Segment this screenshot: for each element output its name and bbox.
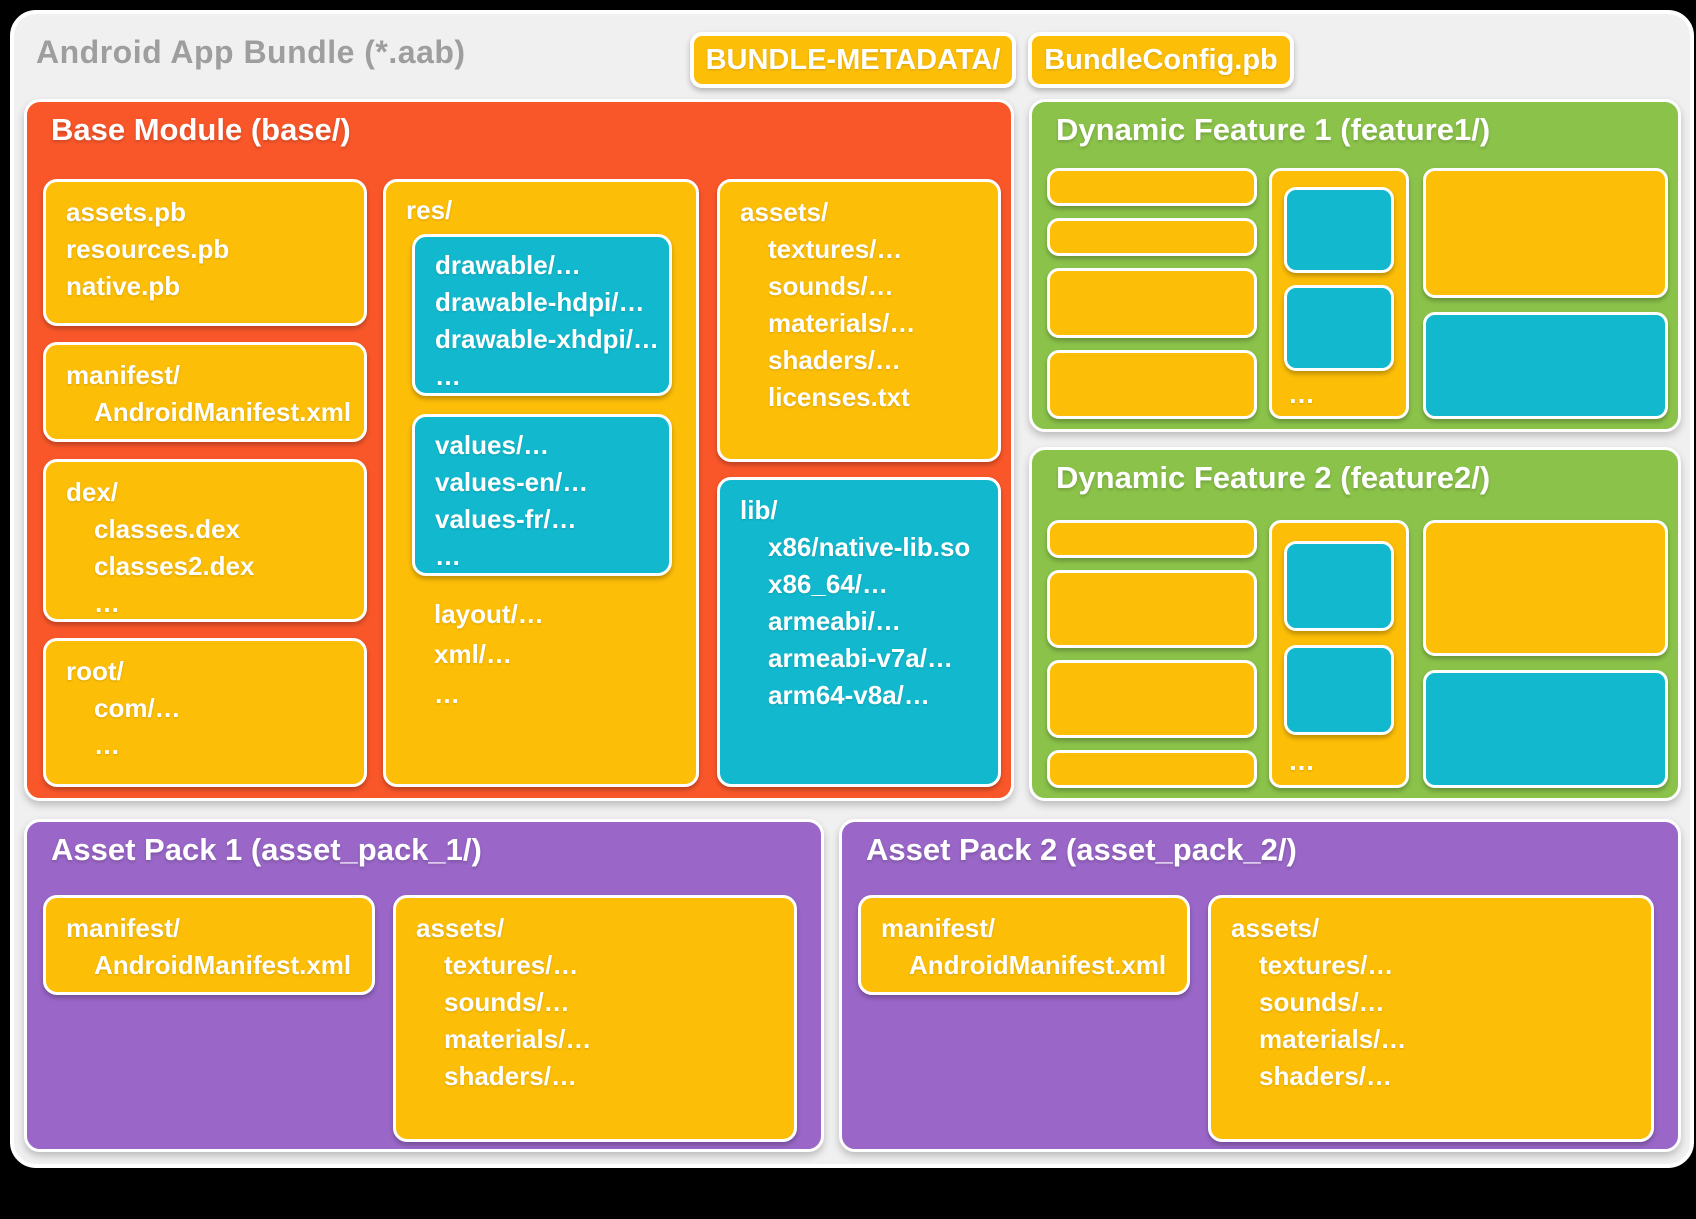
proto-line: native.pb xyxy=(66,271,181,301)
root-line: … xyxy=(94,730,120,760)
pack-assets-line: materials/… xyxy=(444,1024,592,1054)
values-line: … xyxy=(435,541,461,571)
lib-line: x86_64/… xyxy=(768,569,888,599)
pack-manifest-box: manifest/ AndroidManifest.xml xyxy=(43,895,375,995)
feature-file-box xyxy=(1047,520,1257,558)
feature-file-box xyxy=(1047,750,1257,788)
base-module-title: Base Module (base/) xyxy=(51,112,351,147)
dex-line: classes2.dex xyxy=(94,551,255,581)
values-line: values-en/… xyxy=(435,467,589,497)
res-extra-lines: layout/… xml/… … xyxy=(434,594,544,714)
pack-assets-line: shaders/… xyxy=(1259,1061,1392,1091)
pack-assets-line: shaders/… xyxy=(444,1061,577,1091)
feature-file-box xyxy=(1047,570,1257,648)
pack-assets-line: textures/… xyxy=(1259,950,1394,980)
assets-line: materials/… xyxy=(768,308,916,338)
assets-line: sounds/… xyxy=(768,271,894,301)
dynamic-feature-1-panel: Dynamic Feature 1 (feature1/) … xyxy=(1029,99,1681,432)
pack-manifest-line: manifest/ xyxy=(881,913,996,943)
page-title: Android App Bundle (*.aab) xyxy=(36,34,466,70)
feature-res-box: … xyxy=(1269,520,1409,788)
feature-values-box xyxy=(1284,645,1394,735)
assets-line: licenses.txt xyxy=(768,382,910,412)
pack-manifest-box: manifest/ AndroidManifest.xml xyxy=(858,895,1190,995)
values-line: values/… xyxy=(435,430,550,460)
feature-drawable-box xyxy=(1284,187,1394,273)
feature-file-box xyxy=(1047,660,1257,738)
dynamic-feature-2-title: Dynamic Feature 2 (feature2/) xyxy=(1056,460,1491,495)
values-line: values-fr/… xyxy=(435,504,577,534)
dex-line: dex/ xyxy=(66,477,119,507)
pack-assets-line: materials/… xyxy=(1259,1024,1407,1054)
proto-line: assets.pb xyxy=(66,197,186,227)
feature-file-box xyxy=(1047,268,1257,338)
pack-assets-line: sounds/… xyxy=(1259,987,1385,1017)
drawable-line: drawable-hdpi/… xyxy=(435,287,645,317)
lib-box: lib/ x86/native-lib.so x86_64/… armeabi/… xyxy=(717,477,1001,787)
res-extra-line: xml/… xyxy=(434,639,513,669)
lib-line: armeabi-v7a/… xyxy=(768,643,953,673)
feature-file-box xyxy=(1047,350,1257,419)
proto-line: resources.pb xyxy=(66,234,230,264)
drawable-line: … xyxy=(435,361,461,391)
pack-manifest-line: AndroidManifest.xml xyxy=(94,950,352,980)
asset-pack-1-panel: Asset Pack 1 (asset_pack_1/) manifest/ A… xyxy=(24,819,824,1152)
dex-line: classes.dex xyxy=(94,514,241,544)
pack-assets-line: textures/… xyxy=(444,950,579,980)
asset-pack-1-title: Asset Pack 1 (asset_pack_1/) xyxy=(51,832,482,867)
manifest-line: manifest/ xyxy=(66,360,181,390)
bundle-config-badge: BundleConfig.pb xyxy=(1028,32,1294,88)
proto-files-box: assets.pb resources.pb native.pb xyxy=(43,179,367,326)
pack-assets-line: assets/ xyxy=(1231,913,1320,943)
feature-drawable-box xyxy=(1284,541,1394,631)
manifest-line: AndroidManifest.xml xyxy=(94,397,352,427)
feature-res-ellipsis: … xyxy=(1288,379,1315,409)
assets-line: assets/ xyxy=(740,197,829,227)
dex-line: … xyxy=(94,588,120,618)
feature-assets-box xyxy=(1423,168,1668,298)
dynamic-feature-2-panel: Dynamic Feature 2 (feature2/) … xyxy=(1029,447,1681,801)
res-label: res/ xyxy=(406,195,453,225)
dynamic-feature-1-title: Dynamic Feature 1 (feature1/) xyxy=(1056,112,1491,147)
lib-line: x86/native-lib.so xyxy=(768,532,971,562)
pack-manifest-line: AndroidManifest.xml xyxy=(909,950,1167,980)
assets-line: shaders/… xyxy=(768,345,901,375)
assets-box: assets/ textures/… sounds/… materials/… … xyxy=(717,179,1001,462)
feature-lib-box xyxy=(1423,312,1668,419)
root-line: root/ xyxy=(66,656,124,686)
feature-file-box xyxy=(1047,168,1257,206)
asset-pack-2-title: Asset Pack 2 (asset_pack_2/) xyxy=(866,832,1297,867)
drawable-line: drawable-xhdpi/… xyxy=(435,324,659,354)
pack-assets-line: assets/ xyxy=(416,913,505,943)
diagram-canvas: Android App Bundle (*.aab) BUNDLE-METADA… xyxy=(10,10,1694,1168)
feature-res-box: … xyxy=(1269,168,1409,419)
base-module-panel: Base Module (base/) assets.pb resources.… xyxy=(24,99,1014,801)
bundle-metadata-badge: BUNDLE-METADATA/ xyxy=(690,32,1016,88)
drawable-line: drawable/… xyxy=(435,250,581,280)
assets-line: textures/… xyxy=(768,234,903,264)
res-extra-line: … xyxy=(434,679,460,709)
values-box: values/… values-en/… values-fr/… … xyxy=(412,414,672,576)
lib-line: armeabi/… xyxy=(768,606,901,636)
feature-file-box xyxy=(1047,218,1257,256)
root-line: com/… xyxy=(94,693,181,723)
feature-assets-box xyxy=(1423,520,1668,656)
pack-assets-line: sounds/… xyxy=(444,987,570,1017)
pack-assets-box: assets/ textures/… sounds/… materials/… … xyxy=(393,895,797,1142)
res-box: res/ drawable/… drawable-hdpi/… drawable… xyxy=(383,179,699,787)
lib-line: arm64-v8a/… xyxy=(768,680,930,710)
dex-box: dex/ classes.dex classes2.dex … xyxy=(43,459,367,622)
lib-line: lib/ xyxy=(740,495,778,525)
feature-values-box xyxy=(1284,285,1394,371)
manifest-box: manifest/ AndroidManifest.xml xyxy=(43,342,367,442)
res-extra-line: layout/… xyxy=(434,599,544,629)
asset-pack-2-panel: Asset Pack 2 (asset_pack_2/) manifest/ A… xyxy=(839,819,1681,1152)
feature-lib-box xyxy=(1423,670,1668,788)
drawable-box: drawable/… drawable-hdpi/… drawable-xhdp… xyxy=(412,234,672,396)
pack-manifest-line: manifest/ xyxy=(66,913,181,943)
pack-assets-box: assets/ textures/… sounds/… materials/… … xyxy=(1208,895,1654,1142)
root-box: root/ com/… … xyxy=(43,638,367,787)
feature-res-ellipsis: … xyxy=(1288,746,1315,776)
